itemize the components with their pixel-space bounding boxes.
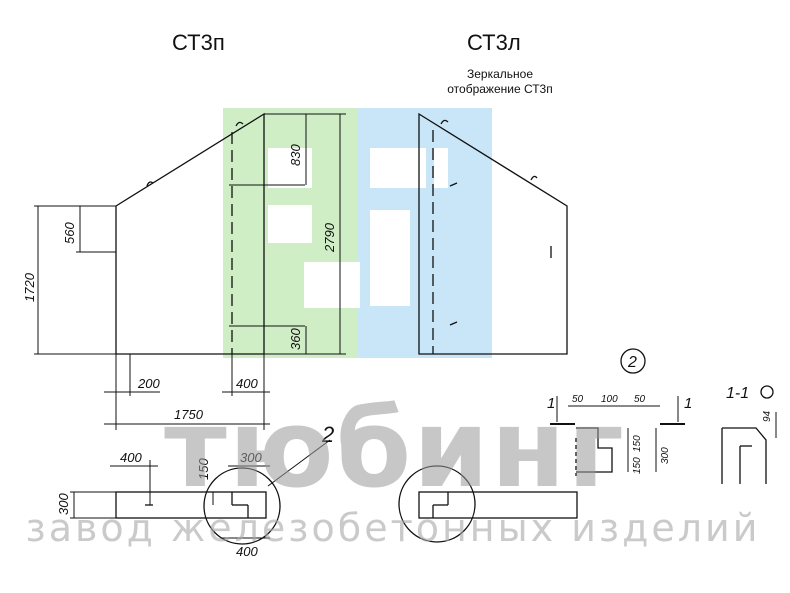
title-st3p: СТ3п xyxy=(172,30,225,55)
section-mark-circle xyxy=(760,385,774,399)
detail-2-badge xyxy=(620,348,646,374)
detail-dim-100: 100 xyxy=(601,394,618,405)
watermark-tagline: завод железобетонных изделий xyxy=(26,506,761,550)
detail-dim-150a: 150 xyxy=(632,435,643,452)
dim-1750: 1750 xyxy=(174,407,204,422)
callout-detail-mark: 2 xyxy=(321,422,334,447)
detail-cut-1-left: 1 xyxy=(547,395,555,412)
logo-white-cut-3 xyxy=(304,262,360,308)
detail-dim-300: 300 xyxy=(660,447,671,464)
plan-dim-400-label: 400 xyxy=(120,450,142,465)
dim-1720: 1720 xyxy=(22,272,37,302)
logo-white-cut-5 xyxy=(370,210,410,306)
plan-dim-300-left-label: 300 xyxy=(56,493,71,515)
panel-st3l-tick-1 xyxy=(449,182,458,187)
plan-st3p-detail-circle xyxy=(203,467,281,545)
watermark: тюбинг завод железобетонных изделий xyxy=(26,387,761,550)
callout-leader xyxy=(267,439,331,487)
plan-st3l-body xyxy=(418,491,578,519)
panel-st3l-hook-2 xyxy=(530,175,538,181)
plan-st3l-detail-circle xyxy=(398,465,476,543)
dim-830: 830 xyxy=(288,144,303,166)
logo-white-cut-6 xyxy=(434,148,448,188)
title-st3l: СТ3л xyxy=(467,30,521,55)
dim-400: 400 xyxy=(236,376,258,391)
plan-dim-400-bottom-label: 400 xyxy=(236,544,258,559)
dim-560: 560 xyxy=(62,222,77,244)
detail-circle-label: 2 xyxy=(627,354,637,371)
detail-cut-1-right: 1 xyxy=(684,395,692,412)
section-dim-94: 94 xyxy=(762,410,773,422)
logo-white-cut-1 xyxy=(268,148,312,188)
logo-white-cut-4 xyxy=(370,148,426,188)
detail-dim-50a: 50 xyxy=(572,394,584,405)
mirror-note: Зеркальное отображение СТ3п xyxy=(430,67,570,97)
panel-st3l-hook-1 xyxy=(440,119,449,125)
dim-360: 360 xyxy=(288,328,303,350)
plan-st3p-body xyxy=(115,491,267,519)
plan-dim-300-top-label: 300 xyxy=(240,450,262,465)
panel-st3l-outline xyxy=(418,112,568,355)
panel-st3l-tick-2 xyxy=(449,321,458,326)
plan-dim-150-label: 150 xyxy=(196,458,211,480)
mirror-note-line2: отображение СТ3п xyxy=(447,82,553,96)
panel-st3p-hook-1 xyxy=(235,121,244,127)
dim-200: 200 xyxy=(137,376,160,391)
detail-2-profile xyxy=(576,427,613,473)
detail-dim-50b: 50 xyxy=(634,394,646,405)
logo-blocks xyxy=(223,108,492,358)
section-label: 1-1 xyxy=(726,385,749,402)
watermark-brand: тюбинг xyxy=(164,387,626,512)
panel-st3p-hook-2 xyxy=(146,181,154,187)
section-1-1-profile xyxy=(722,427,767,484)
logo-white-cut-2 xyxy=(268,205,312,243)
dim-2790: 2790 xyxy=(322,222,337,253)
dimension-labels: 830 2790 560 1720 360 200 400 1750 400 3… xyxy=(22,144,773,559)
mirror-note-line1: Зеркальное xyxy=(466,67,533,81)
detail-dim-150b: 150 xyxy=(632,457,643,474)
